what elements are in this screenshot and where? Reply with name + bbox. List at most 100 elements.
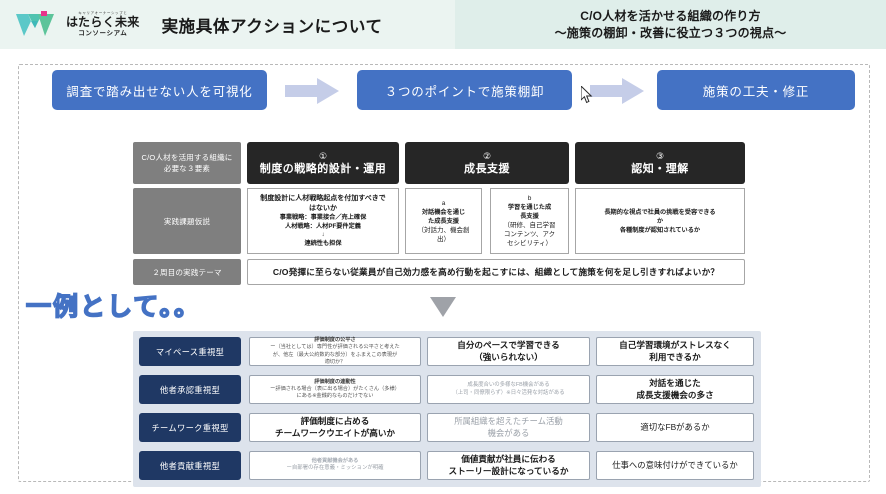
- r2c3-line2: 成長支援機会の多さ: [636, 389, 714, 400]
- cell-3-line-1: 長期的な視点で社員の挑戦を受容できる: [604, 208, 716, 216]
- down-triangle-icon: [430, 297, 456, 322]
- persona-row-3-col-2: 所属組織を超えたチーム活動 機会がある: [427, 413, 590, 442]
- r1c1-sub1: ー（当社としては）専門性が評価される公平さと考えた: [270, 344, 400, 351]
- persona-row-3-col-3: 適切なFBがあるか: [596, 413, 754, 442]
- r1c3-line1: 自己学習環境がストレスなく: [619, 340, 731, 350]
- persona-row-1: マイペース重視型 評価制度の公平さ ー（当社としては）専門性が評価される公平さと…: [133, 337, 761, 370]
- r2c2-line1: 成長度合いの多様なFB機会がある: [467, 382, 550, 389]
- cell-1-line-1: 制度設計に人材戦略起点を付加すべきで: [260, 195, 386, 202]
- r3c2-line2: 機会がある: [487, 427, 530, 438]
- persona-row-2-col-1: 評価制度の連動性 ー評価される場合（表に出る場合）がたくさん（多様） にある※金…: [249, 375, 421, 404]
- cell-1-line-3: 事業戦略：事業接合／売上確保: [279, 214, 367, 221]
- header-1-number: ①: [318, 151, 328, 161]
- row-label-1-line2: 必要な３要素: [163, 164, 211, 173]
- persona-row-2-col-2: 成長度合いの多様なFB機会がある （上司・同僚限らず）※日々活発な対話がある: [427, 375, 590, 404]
- logo-name: はたらく未来: [66, 15, 140, 29]
- r2c3-line1: 対話を通じた: [649, 378, 701, 388]
- process-flow: 調査で踏み出せない人を可視化 ３つのポイントで施策棚卸 施策の工夫・修正: [0, 64, 886, 116]
- matrix-header-2: ② 成長支援: [405, 142, 569, 184]
- header-3-title: 認知・理解: [631, 163, 689, 175]
- persona-row-2-col-3: 対話を通じた 成長支援機会の多さ: [596, 375, 754, 404]
- logo-w-mark: [14, 10, 60, 40]
- matrix-cell-2a: a 対話機会を通じ た成長支援 （対話力、機会創 出）: [405, 188, 482, 254]
- persona-row-4-col-3: 仕事への意味付けができているか: [596, 451, 754, 480]
- r2c1-sub2: にある※金銭的なものだけでない: [296, 393, 374, 400]
- cell-2a-line-1: 対話機会を通じ: [421, 208, 466, 216]
- matrix-header-3: ③ 認知・理解: [575, 142, 745, 184]
- persona-row-1-col-1: 評価制度の公平さ ー（当社としては）専門性が評価される公平さと考えた が、他左（…: [249, 337, 421, 366]
- r2c2-line2: （上司・同僚限らず）※日々活発な対話がある: [452, 389, 565, 396]
- logo-text: キャリアオーナーシップと はたらく未来 コンソーシアム: [66, 11, 140, 38]
- cell-1-down-arrow-icon: ↓: [321, 232, 325, 238]
- right-arrow-icon: [285, 78, 339, 104]
- r2c1-sub1: ー評価される場合（表に出る場合）がたくさん（多様）: [270, 385, 400, 392]
- r3c3-line1: 適切なFBがあるか: [640, 421, 710, 432]
- r3c1-line1: 評価制度に占める: [300, 416, 370, 426]
- mouse-cursor-icon: [580, 84, 594, 109]
- cell-2a-line-2: た成長支援: [428, 217, 459, 225]
- cell-2b-line-5: セシビリティ）: [506, 240, 553, 247]
- persona-label-approval[interactable]: 他者承認重視型: [139, 375, 241, 404]
- persona-label-contribution[interactable]: 他者貢献重視型: [139, 451, 241, 480]
- r1c2-line1: 自分のペースで学習できる: [457, 340, 560, 350]
- r4c2-line2: ストーリー設計になっているか: [448, 465, 569, 476]
- r1c3-line2: 利用できるか: [649, 351, 701, 362]
- cell-1-line-4: 人材戦略：人材PF要件定義: [285, 223, 361, 230]
- matrix-row-label-elements: C/O人材を活用する組織に 必要な３要素: [133, 142, 241, 184]
- cell-1-line-2: はないか: [309, 204, 337, 212]
- flow-step-3[interactable]: 施策の工夫・修正: [657, 70, 855, 110]
- flow-step-1[interactable]: 調査で踏み出せない人を可視化: [52, 70, 267, 110]
- r1c1-sub2: が、他左（最大公約数的な部分）をふまえこの表現が: [272, 351, 398, 358]
- matrix-header-1: ① 制度の戦略的設計・運用: [247, 142, 399, 184]
- persona-row-4: 他者貢献重視型 他者貢献機会がある ー自部署の存在意義・ミッションが明確 価値貢…: [133, 451, 761, 484]
- subtitle-line-2: 〜施策の棚卸・改善に役立つ３つの視点〜: [554, 25, 787, 40]
- persona-row-4-col-1: 他者貢献機会がある ー自部署の存在意義・ミッションが明確: [249, 451, 421, 480]
- persona-row-2: 他者承認重視型 評価制度の連動性 ー評価される場合（表に出る場合）がたくさん（多…: [133, 375, 761, 408]
- matrix-cell-1: 制度設計に人材戦略起点を付加すべきで はないか 事業戦略：事業接合／売上確保 人…: [247, 188, 399, 254]
- framework-matrix: C/O人材を活用する組織に 必要な３要素 ① 制度の戦略的設計・運用 ② 成長支…: [133, 142, 745, 292]
- cell-2b-line-4: コンテンツ、アク: [503, 231, 556, 238]
- cell-2b-line-3: （研修、自己学習: [503, 222, 556, 229]
- r4c1-title: 他者貢献機会がある: [311, 458, 359, 465]
- cell-2a-tag: a: [441, 199, 446, 207]
- r4c1-sub1: ー自部署の存在意義・ミッションが明確: [286, 465, 384, 472]
- matrix-theme-statement: C/O発揮に至らない従業員が自己効力感を高め行動を起こすには、組織として施策を何…: [247, 259, 745, 285]
- r4c3-line1: 仕事への意味付けができているか: [612, 459, 738, 470]
- cell-2a-line-4: 出）: [437, 235, 450, 243]
- persona-row-1-col-3: 自己学習環境がストレスなく 利用できるか: [596, 337, 754, 366]
- header-2-number: ②: [482, 151, 492, 161]
- right-arrow-icon-2: [590, 78, 644, 104]
- r1c1-title: 評価制度の公平さ: [314, 337, 356, 344]
- persona-label-mypace[interactable]: マイペース重視型: [139, 337, 241, 366]
- slide-header: キャリアオーナーシップと はたらく未来 コンソーシアム 実施具体アクションについ…: [0, 0, 886, 49]
- cell-2b-tag: b: [527, 195, 532, 202]
- persona-row-4-col-2: 価値貢献が社員に伝わる ストーリー設計になっているか: [427, 451, 590, 480]
- r2c1-title: 評価制度の連動性: [314, 378, 356, 385]
- persona-label-teamwork[interactable]: チームワーク重視型: [139, 413, 241, 442]
- persona-row-3: チームワーク重視型 評価制度に占める チームワークウエイトが高いか 所属組織を超…: [133, 413, 761, 446]
- persona-matrix-panel: マイペース重視型 評価制度の公平さ ー（当社としては）専門性が評価される公平さと…: [133, 331, 761, 487]
- matrix-cell-3: 長期的な視点で社員の挑戦を受容できる か 各種制度が認知されているか: [575, 188, 745, 254]
- header-left: キャリアオーナーシップと はたらく未来 コンソーシアム 実施具体アクションについ…: [0, 0, 455, 49]
- brand-logo: キャリアオーナーシップと はたらく未来 コンソーシアム: [14, 10, 140, 40]
- page-title: 実施具体アクションについて: [161, 17, 383, 36]
- r3c2-line1: 所属組織を超えたチーム活動: [454, 416, 563, 426]
- header-right-subtitle: C/O人材を活かせる組織の作り方 〜施策の棚卸・改善に役立つ３つの視点〜: [455, 0, 886, 49]
- logo-subname: コンソーシアム: [78, 30, 128, 37]
- logo-tagline: キャリアオーナーシップと: [78, 11, 128, 15]
- r1c1-sub3: 適切か？: [324, 358, 346, 365]
- persona-row-1-col-2: 自分のペースで学習できる （強いられない）: [427, 337, 590, 366]
- cell-1-line-5: 連続性も担保: [304, 240, 342, 247]
- r4c2-line1: 価値貢献が社員に伝わる: [461, 454, 556, 464]
- matrix-row-label-theme: ２周目の実践テーマ: [133, 259, 241, 285]
- subtitle-line-1: C/O人材を活かせる組織の作り方: [580, 8, 761, 23]
- cell-2a-line-3: （対話力、機会創: [417, 226, 470, 234]
- example-callout: 一例として。。: [25, 292, 202, 322]
- header-2-title: 成長支援: [464, 163, 510, 175]
- cell-3-line-3: 各種制度が認知されているか: [619, 226, 701, 234]
- header-1-title: 制度の戦略的設計・運用: [259, 163, 387, 175]
- matrix-cell-2b: b 学習を通じた成 長支援 （研修、自己学習 コンテンツ、アク セシビリティ）: [490, 188, 569, 254]
- flow-step-2[interactable]: ３つのポイントで施策棚卸: [357, 70, 572, 110]
- matrix-row-label-hypothesis: 実践課題仮説: [133, 188, 241, 254]
